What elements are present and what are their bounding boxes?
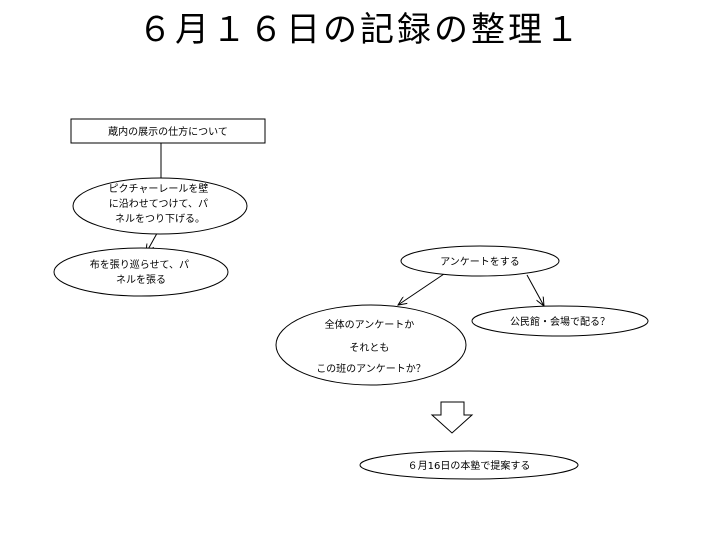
node-picture-rail-line-3: ネルをつり下げる。 (115, 213, 205, 225)
page-title: ６月１６日の記録の整理１ (138, 10, 582, 50)
node-display-method-label: 蔵内の展示の仕方について (108, 125, 228, 138)
node-survey-scope-line-3: この班のアンケートか？ (316, 363, 426, 375)
node-picture-rail: ピクチャーレールを壁 に沿わせてつけて、パ ネルをつり下げる。 (72, 177, 248, 235)
node-distribute-label: 公民館・会場で配る？ (510, 315, 610, 328)
node-survey-label: アンケートをする (440, 256, 520, 268)
block-arrow-down-icon (430, 401, 474, 434)
node-survey: アンケートをする (400, 245, 560, 277)
node-survey-scope: 全体のアンケートか それとも この班のアンケートか？ (275, 304, 467, 386)
node-survey-scope-line-1: 全体のアンケートか (325, 318, 415, 331)
node-picture-rail-line-2: に沿わせてつけて、パ (109, 198, 208, 210)
node-picture-rail-line-1: ピクチャーレールを壁 (108, 182, 208, 195)
node-proposal-label: ６月16日の本塾で提案する (408, 459, 531, 472)
node-survey-scope-line-2: それとも (349, 342, 389, 354)
node-cloth-panel-line-2: ネルを張る (116, 274, 166, 286)
node-cloth-panel-line-1: 布を張り巡らせて、パ (90, 259, 189, 271)
node-cloth-panel: 布を張り巡らせて、パ ネルを張る (53, 247, 229, 297)
node-picture-rail-label: ピクチャーレールを壁 に沿わせてつけて、パ ネルをつり下げる。 (108, 182, 211, 225)
node-cloth-panel-label: 布を張り巡らせて、パ ネルを張る (90, 259, 193, 286)
node-distribute: 公民館・会場で配る？ (471, 305, 649, 337)
connector-survey-to-distribute (526, 274, 544, 306)
node-proposal: ６月16日の本塾で提案する (359, 450, 579, 480)
node-display-method: 蔵内の展示の仕方について (70, 118, 266, 144)
connector-survey-to-scope (398, 273, 445, 305)
node-survey-scope-label: 全体のアンケートか それとも この班のアンケートか？ (316, 318, 426, 375)
